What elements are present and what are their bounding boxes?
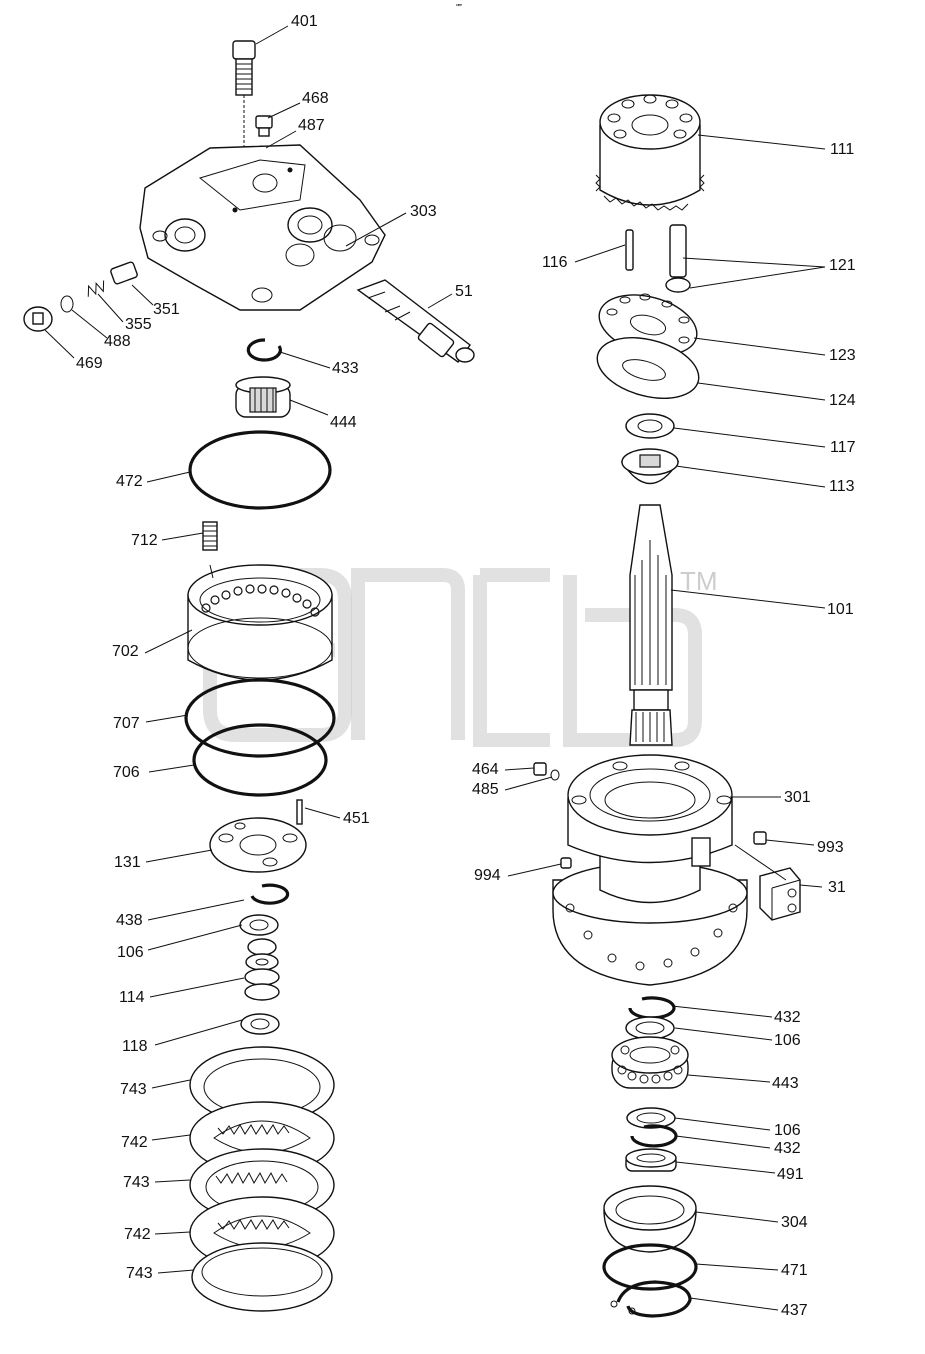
callout-485: 485 bbox=[472, 781, 499, 798]
part-702-brake-piston bbox=[187, 564, 333, 681]
part-743-separator-plate-3 bbox=[191, 1242, 333, 1312]
callout-743-a: 743 bbox=[120, 1081, 147, 1098]
callout-355: 355 bbox=[125, 316, 152, 333]
callout-491: 491 bbox=[777, 1166, 804, 1183]
part-31-valve-block bbox=[759, 867, 801, 921]
callout-106-right-lower: 106 bbox=[774, 1122, 801, 1139]
part-437-snap-ring bbox=[610, 1280, 692, 1318]
callout-743-c: 743 bbox=[126, 1265, 153, 1282]
callout-31: 31 bbox=[828, 879, 846, 896]
callout-401: 401 bbox=[291, 13, 318, 30]
callout-464: 464 bbox=[472, 761, 499, 778]
part-444-bearing bbox=[235, 376, 291, 418]
part-117-spacer bbox=[625, 413, 675, 439]
part-114-spring-stack bbox=[244, 938, 280, 1001]
callout-437: 437 bbox=[781, 1302, 808, 1319]
part-121-piston bbox=[665, 224, 691, 293]
callout-432-upper: 432 bbox=[774, 1009, 801, 1026]
part-51-relief-valve bbox=[356, 279, 475, 363]
callout-472: 472 bbox=[116, 473, 143, 490]
callout-432-lower: 432 bbox=[774, 1140, 801, 1157]
part-443-roller-bearing bbox=[611, 1036, 689, 1089]
callout-742-b: 742 bbox=[124, 1226, 151, 1243]
callout-303: 303 bbox=[410, 203, 437, 220]
callout-438: 438 bbox=[116, 912, 143, 929]
part-706-oring bbox=[192, 723, 328, 797]
part-993-plug bbox=[753, 831, 767, 845]
callout-742-a: 742 bbox=[121, 1134, 148, 1151]
callout-433: 433 bbox=[332, 360, 359, 377]
callout-118: 118 bbox=[122, 1038, 148, 1055]
leader-lines bbox=[44, 25, 826, 1311]
part-468-plug bbox=[255, 115, 273, 137]
part-116-pin bbox=[625, 229, 634, 271]
callout-301: 301 bbox=[784, 789, 811, 806]
part-401-bolt bbox=[232, 40, 256, 158]
callout-488: 488 bbox=[104, 333, 131, 350]
part-131-valve-plate bbox=[209, 817, 307, 873]
callout-131: 131 bbox=[114, 854, 141, 871]
part-451-pin bbox=[296, 799, 303, 825]
callout-702: 702 bbox=[112, 643, 139, 660]
callout-124: 124 bbox=[829, 392, 856, 409]
callout-101: 101 bbox=[827, 601, 854, 618]
callout-451: 451 bbox=[343, 810, 370, 827]
part-432-snap-ring-upper bbox=[628, 996, 676, 1020]
part-355-spring bbox=[87, 280, 105, 297]
part-491-seal bbox=[625, 1148, 677, 1172]
callout-123: 123 bbox=[829, 347, 856, 364]
part-303-valve-casing bbox=[139, 144, 386, 311]
part-488-oring bbox=[60, 295, 74, 313]
part-471-oring bbox=[602, 1243, 698, 1291]
callout-994: 994 bbox=[474, 867, 501, 884]
part-469-plug bbox=[23, 306, 53, 332]
callout-304: 304 bbox=[781, 1214, 808, 1231]
watermark-tm: TM bbox=[680, 566, 718, 596]
callout-707: 707 bbox=[113, 715, 140, 732]
part-485-oring bbox=[550, 769, 560, 781]
part-113-ball-guide bbox=[620, 448, 680, 485]
callout-114: 114 bbox=[119, 989, 145, 1006]
callout-444: 444 bbox=[330, 414, 357, 431]
callout-487: 487 bbox=[298, 117, 325, 134]
part-106-washer-lower bbox=[626, 1107, 676, 1129]
callout-443: 443 bbox=[772, 1075, 799, 1092]
part-304-cover bbox=[603, 1185, 697, 1253]
part-464-plug bbox=[533, 762, 547, 776]
callout-111: 111 bbox=[830, 141, 855, 158]
callout-116: 116 bbox=[542, 254, 568, 271]
callout-468: 468 bbox=[302, 90, 329, 107]
part-707-oring bbox=[184, 678, 336, 758]
part-106-washer-middle bbox=[625, 1016, 675, 1040]
callout-106-left: 106 bbox=[117, 944, 144, 961]
callout-706: 706 bbox=[113, 764, 140, 781]
part-994-plug bbox=[560, 857, 572, 869]
callout-351: 351 bbox=[153, 301, 180, 318]
part-111-cylinder-block bbox=[595, 94, 705, 211]
part-118-washer bbox=[240, 1013, 280, 1035]
callout-993: 993 bbox=[817, 839, 844, 856]
corner-mark: ″‴ bbox=[456, 3, 462, 12]
part-301-housing bbox=[552, 754, 748, 986]
part-124-shoe-plate bbox=[596, 337, 700, 399]
callout-743-b: 743 bbox=[123, 1174, 150, 1191]
part-712-spring bbox=[202, 521, 218, 551]
part-101-drive-shaft bbox=[629, 504, 673, 746]
part-433-snap-ring bbox=[246, 338, 282, 362]
callout-471: 471 bbox=[781, 1262, 808, 1279]
part-438-snap-ring bbox=[250, 883, 290, 905]
callout-121: 121 bbox=[829, 257, 856, 274]
part-351-plug bbox=[110, 261, 138, 285]
part-106-washer-upper bbox=[239, 914, 279, 936]
callout-51: 51 bbox=[455, 283, 473, 300]
callout-712: 712 bbox=[131, 532, 158, 549]
callout-106-right-upper: 106 bbox=[774, 1032, 801, 1049]
part-472-oring bbox=[188, 430, 332, 510]
callout-117: 117 bbox=[830, 439, 856, 456]
part-432-snap-ring-lower bbox=[630, 1124, 678, 1148]
callout-469: 469 bbox=[76, 355, 103, 372]
callout-113: 113 bbox=[829, 478, 855, 495]
